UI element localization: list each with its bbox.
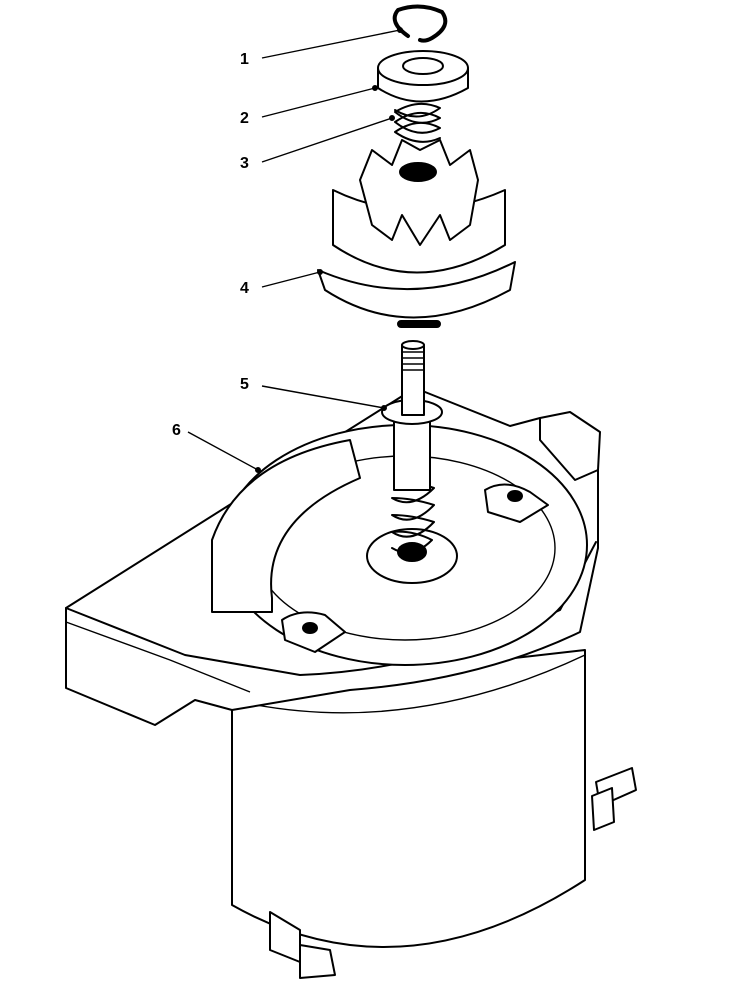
retaining-ring — [392, 4, 448, 43]
flange-inner-edge — [65, 621, 251, 693]
starter-motor-housing — [65, 387, 637, 979]
bottom-tab-2 — [299, 944, 336, 979]
anti-drift-spring — [394, 102, 441, 143]
pinion-gear — [317, 139, 516, 328]
ring-outline — [392, 4, 448, 43]
spring-coils — [394, 102, 441, 143]
shaft — [401, 344, 425, 416]
motor-body-band — [231, 654, 586, 714]
crescent-shroud — [211, 439, 361, 613]
mounting-lug-right — [484, 483, 549, 523]
terminal-block — [591, 787, 615, 831]
leader-5 — [261, 385, 385, 409]
leader-6 — [187, 431, 259, 471]
callout-5: 5 — [240, 376, 249, 393]
drive-spring-coils — [391, 480, 435, 554]
callout-numbers: 1 2 3 4 5 6 — [172, 51, 249, 439]
leader-1 — [261, 29, 401, 59]
pinion-skirt — [317, 261, 516, 319]
shaft-thread — [402, 351, 424, 371]
helix-sleeve-and-shaft — [366, 340, 458, 584]
callout-4: 4 — [240, 280, 249, 297]
flange-tab — [539, 411, 601, 481]
callout-1: 1 — [240, 51, 249, 68]
leader-3 — [261, 117, 393, 163]
shaft-sleeve — [393, 419, 431, 491]
pinion-bore — [399, 162, 437, 182]
retainer-hole — [402, 57, 444, 75]
callout-3: 3 — [240, 155, 249, 172]
shaft-tip — [401, 340, 425, 350]
leader-2-dot — [372, 85, 378, 91]
motor-body — [231, 649, 586, 948]
lug-hole-left — [302, 622, 318, 634]
callout-6: 6 — [172, 422, 181, 439]
leader-4-dot — [317, 269, 323, 275]
pinion-slot — [397, 320, 441, 328]
leader-2 — [261, 87, 376, 118]
callout-leaders — [187, 27, 403, 473]
leader-6-dot — [255, 467, 261, 473]
leader-5-dot — [381, 405, 387, 411]
leader-4 — [261, 271, 321, 288]
leader-3-dot — [389, 115, 395, 121]
lug-hole-right — [507, 490, 523, 502]
leader-1-dot — [397, 27, 403, 33]
pinion-teeth — [359, 139, 479, 246]
callout-2: 2 — [240, 110, 249, 127]
spring-retainer — [377, 50, 469, 103]
